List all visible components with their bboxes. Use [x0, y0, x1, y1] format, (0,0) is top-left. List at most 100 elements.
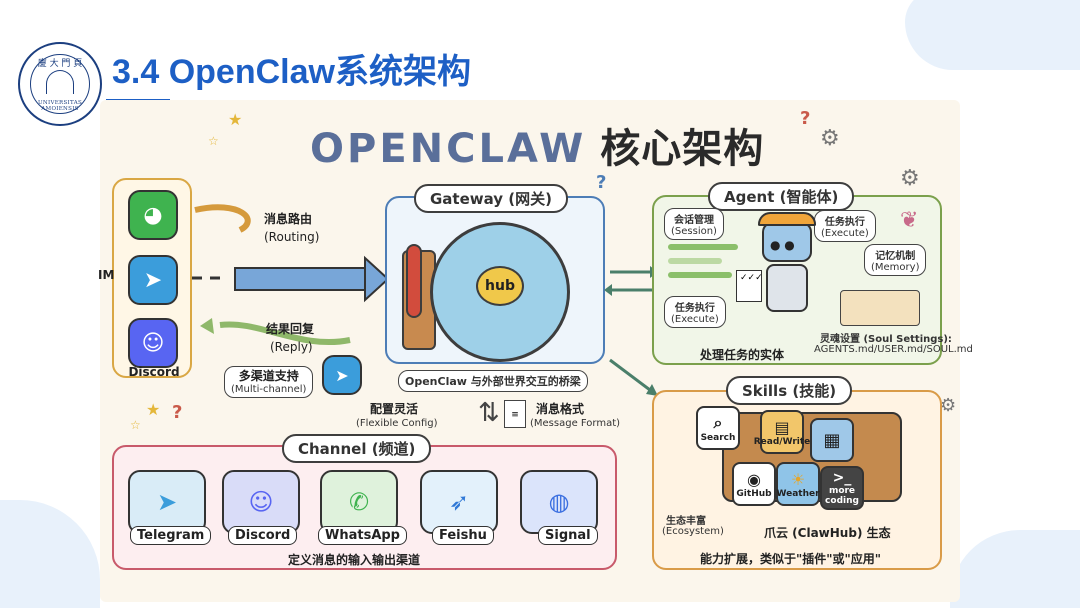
- clawhub-label: 爪云 (ClawHub) 生态: [764, 526, 891, 540]
- config-label-en: (Flexible Config): [356, 418, 438, 429]
- discord-icon: ☺: [128, 318, 178, 368]
- readwrite-skill-tile: ▤ Read/Write: [754, 410, 810, 454]
- session-bar: [668, 258, 722, 264]
- agent-tag: Agent (智能体): [708, 182, 855, 211]
- reply-arrow-head: [200, 318, 214, 334]
- gear-icon: ⚙: [820, 126, 840, 151]
- hub-label: hub: [476, 266, 524, 306]
- telephone-handset-icon: [406, 244, 422, 318]
- execute-top-label-cn: 任务执行: [824, 217, 865, 228]
- multichannel-label-cn: 多渠道支持: [238, 369, 299, 383]
- brain-icon: ❦: [900, 208, 919, 233]
- feishu-icon: ➶: [448, 488, 470, 516]
- routing-main-arrow-body: [234, 267, 366, 291]
- signal-icon: ◍: [548, 488, 570, 516]
- seal-gate-icon: [46, 70, 74, 94]
- question-mark-icon: ?: [596, 172, 607, 193]
- clipboard-icon: ✓✓✓: [736, 270, 763, 302]
- search-icon: ⌕: [713, 413, 723, 432]
- message-format-label-en: (Message Format): [530, 418, 621, 429]
- search-skill-label: Search: [700, 433, 736, 443]
- execute-bottom-label-en: (Execute): [671, 314, 719, 325]
- seal-top-text: 廈 大 門 頁: [37, 59, 83, 69]
- github-icon: ◉: [747, 469, 761, 489]
- telegram-icon: ➤: [156, 488, 178, 516]
- poster-heading-cn: 核心架构: [600, 126, 765, 172]
- weather-skill-label: Weather: [776, 488, 820, 499]
- feishu-channel-card: ➶: [420, 470, 498, 534]
- sun-icon: ☀: [790, 469, 806, 489]
- question-mark-icon: ?: [172, 402, 183, 423]
- skills-tag: Skills (技能): [726, 376, 853, 405]
- channel-caption: 定义消息的输入输出渠道: [288, 553, 421, 567]
- hardhat-icon: [758, 212, 816, 226]
- university-seal-logo: 廈 大 門 頁 UNIVERSITAS AMOIENSIS: [18, 42, 102, 126]
- channel-item-feishu: Feishu: [432, 526, 494, 545]
- scrolls-icon: [840, 290, 920, 326]
- routing-main-arrow-head: [364, 255, 390, 303]
- soul-files: AGENTS.md/USER.md/SOUL.md: [814, 344, 973, 355]
- whatsapp-icon: ✆: [348, 488, 370, 516]
- memory-bubble: 记忆机制 (Memory): [864, 244, 927, 276]
- readwrite-skill-label: Read/Write: [753, 436, 811, 447]
- signal-channel-card: ◍: [520, 470, 598, 534]
- routing-label-cn: 消息路由: [264, 212, 313, 226]
- config-label-cn: 配置灵活: [370, 402, 419, 416]
- folder-icon: ▤: [774, 417, 790, 437]
- star-icon: ★: [228, 110, 243, 129]
- agent-caption: 处理任务的实体: [700, 348, 785, 362]
- channel-item-signal: Signal: [538, 526, 598, 545]
- skills-caption: 能力扩展，类似于"插件"或"应用": [700, 552, 882, 566]
- session-bar: [668, 244, 738, 250]
- image-icon: ▦: [823, 429, 841, 451]
- document-icon: ≡: [504, 400, 526, 428]
- soul-label-cn: 灵魂设置 (Soul Settings):: [820, 334, 952, 345]
- decor-blob-bottom-left: [0, 500, 100, 608]
- telegram-channel-card: ➤: [128, 470, 206, 534]
- question-mark-icon: ?: [800, 108, 811, 129]
- robot-head-icon: [762, 222, 812, 262]
- coding-skill-tile: >_ more coding: [820, 466, 864, 510]
- gateway-tag: Gateway (网关): [414, 184, 569, 213]
- routing-label-en: (Routing): [264, 230, 320, 244]
- discord-icon: ☺: [248, 488, 274, 516]
- session-bar: [668, 272, 732, 278]
- star-icon: ☆: [130, 418, 141, 432]
- im-label: IM: [98, 268, 115, 282]
- execute-top-label-en: (Execute): [821, 228, 869, 239]
- ecosystem-label-cn: 生态丰富: [666, 516, 706, 527]
- discord-channel-card: ☺: [222, 470, 300, 534]
- updown-arrow-icon: ⇅: [478, 398, 500, 428]
- flow-arrows: [192, 204, 390, 346]
- weather-skill-tile: ☀ Weather: [776, 462, 820, 506]
- gateway-caption: OpenClaw 与外部世界交互的桥梁: [398, 370, 588, 392]
- message-format-label-cn: 消息格式: [536, 402, 585, 416]
- reply-label-en: (Reply): [270, 340, 313, 354]
- star-icon: ☆: [208, 134, 219, 148]
- github-skill-tile: ◉ GitHub: [732, 462, 776, 506]
- robot-body-icon: [766, 264, 808, 312]
- reply-curve-arrow: [219, 321, 351, 346]
- execute-top-bubble: 任务执行 (Execute): [814, 210, 876, 242]
- image-skill-tile: ▦: [810, 418, 854, 462]
- poster-heading: OPENCLAW 核心架构: [310, 116, 764, 174]
- poster-heading-en: OPENCLAW: [310, 126, 587, 172]
- memory-label-cn: 记忆机制: [875, 251, 916, 262]
- wechat-icon: ◕: [128, 190, 178, 240]
- coding-skill-label: more coding: [825, 486, 859, 506]
- gear-icon: ⚙: [900, 166, 920, 191]
- execute-bottom-bubble: 任务执行 (Execute): [664, 296, 726, 328]
- channel-item-telegram: Telegram: [130, 526, 212, 545]
- gear-icon: ⚙: [940, 395, 957, 416]
- telegram-icon: ➤: [128, 255, 178, 305]
- session-label-en: (Session): [671, 226, 717, 237]
- whatsapp-channel-card: ✆: [320, 470, 398, 534]
- session-bubble: 会话管理 (Session): [664, 208, 724, 240]
- seal-bottom-text: UNIVERSITAS AMOIENSIS: [37, 100, 83, 112]
- search-skill-tile: ⌕ Search: [696, 406, 740, 450]
- gateway-agent-arrows: [604, 266, 658, 396]
- channel-item-discord: Discord: [228, 526, 298, 545]
- robot-eyes-icon: ● ●: [770, 238, 795, 252]
- slide-title: 3.4 OpenClaw系统架构: [112, 53, 471, 91]
- ecosystem-label-en: (Ecosystem): [662, 526, 724, 537]
